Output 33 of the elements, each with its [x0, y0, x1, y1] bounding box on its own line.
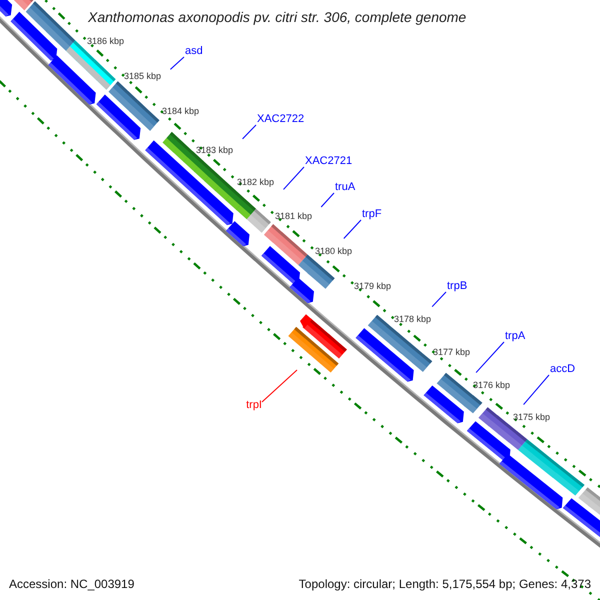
- leader-line: [283, 166, 304, 190]
- map-title: Xanthomonas axonopodis pv. citri str. 306, complete genome: [88, 10, 466, 24]
- leader-line: [343, 220, 362, 239]
- leader-line: [432, 292, 446, 308]
- gene-label: XAC2721: [305, 155, 352, 168]
- leader-line: [242, 124, 256, 140]
- tick-label: 3181 kbp: [275, 211, 312, 222]
- tick-label: 3178 kbp: [394, 314, 432, 325]
- tick-label: 3176 kbp: [473, 380, 510, 391]
- leader-line: [523, 374, 550, 406]
- gene-label: trpB: [447, 280, 468, 293]
- gene-label: trpI: [246, 399, 262, 412]
- tick-label: 3183 kbp: [196, 145, 234, 156]
- genome-info-text: Topology: circular; Length: 5,175,554 bp; Genes: 4,373: [298, 576, 591, 593]
- leader-line: [320, 192, 334, 208]
- tick-label: 3175 kbp: [513, 412, 550, 423]
- tick-label: 3185 kbp: [124, 71, 162, 82]
- tick-label: 3177 kbp: [433, 347, 470, 358]
- leader-line: [170, 56, 184, 70]
- accession-text: Accession: NC_003919: [9, 576, 134, 593]
- leader-line: [262, 370, 298, 402]
- gene-label: trpA: [505, 330, 526, 343]
- gene-label: accD: [550, 363, 576, 376]
- tick-label: 3179 kbp: [354, 281, 392, 292]
- gene-label: asd: [185, 45, 203, 58]
- gene-label: truA: [335, 181, 356, 194]
- tick-label: 3182 kbp: [237, 177, 274, 188]
- gene-label: trpF: [362, 208, 382, 221]
- tick-label: 3184 kbp: [162, 106, 200, 117]
- gene-label: XAC2722: [257, 113, 304, 126]
- tick-label: 3180 kbp: [315, 246, 352, 257]
- leader-line: [476, 342, 504, 374]
- tick-label: 3186 kbp: [87, 36, 124, 47]
